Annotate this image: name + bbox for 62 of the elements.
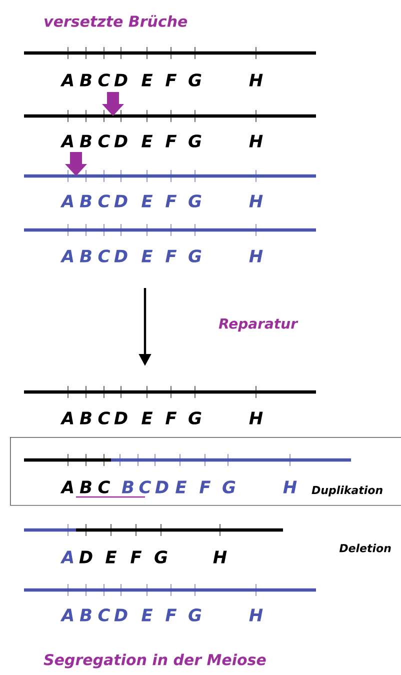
gene-letter: A xyxy=(60,74,74,86)
gene-letter: D xyxy=(114,608,128,622)
gene-letter: D xyxy=(114,194,128,208)
gene-letter: F xyxy=(166,608,177,622)
gene-letter: C xyxy=(98,194,110,208)
gene-letter: H xyxy=(283,480,297,494)
gene-letter: G xyxy=(188,608,202,622)
gene-letter: A xyxy=(60,250,74,262)
gene-letter: C xyxy=(98,250,110,262)
gene-letter: B xyxy=(80,480,92,494)
gene-letter: F xyxy=(166,250,177,262)
gene-letter: A xyxy=(60,194,74,208)
mutation-label: Duplikation xyxy=(312,486,382,496)
gene-letter: G xyxy=(222,480,236,494)
gene-letter: C xyxy=(98,134,110,148)
gene-letter: E xyxy=(142,250,153,262)
gene-letter: E xyxy=(142,608,153,622)
gene-letter: F xyxy=(166,134,177,148)
gene-letter: F xyxy=(166,74,177,86)
gene-letter: E xyxy=(142,194,153,208)
gene-letter: A xyxy=(60,608,74,622)
gene-letter: E xyxy=(142,134,153,148)
gene-letter: C xyxy=(98,480,110,494)
gene-letter: D xyxy=(114,250,128,262)
gene-letter: G xyxy=(188,250,202,262)
mutation-label: Deletion xyxy=(339,544,391,552)
gene-letter: G xyxy=(154,550,168,564)
gene-letter: E xyxy=(176,480,187,494)
gene-letter: D xyxy=(79,550,92,564)
gene-letter: G xyxy=(188,74,202,86)
duplication-box xyxy=(10,437,401,506)
gene-letter: B xyxy=(80,134,92,148)
gene-letter: G xyxy=(188,194,202,208)
gene-letter: B xyxy=(80,608,92,622)
gene-letter: E xyxy=(106,550,117,564)
gene-letter: C xyxy=(139,480,152,494)
gene-letter: F xyxy=(130,550,142,564)
title: versetzte Brüche xyxy=(44,15,188,27)
gene-letter: A xyxy=(60,550,74,564)
gene-letter: B xyxy=(80,74,92,86)
gene-letter: D xyxy=(114,74,128,86)
gene-letter: D xyxy=(155,480,168,494)
caption: Segregation in der Meiose xyxy=(44,654,266,668)
gene-letter: H xyxy=(249,74,263,86)
gene-letter: D xyxy=(114,134,128,148)
gene-letter: F xyxy=(166,194,177,208)
gene-letter: C xyxy=(98,74,110,86)
gene-letter: H xyxy=(213,550,227,564)
gene-letter: B xyxy=(80,250,92,262)
gene-letter: H xyxy=(249,134,263,148)
step-label: Reparatur xyxy=(218,318,298,332)
gene-letter: B xyxy=(80,194,92,208)
gene-letter: B xyxy=(122,480,134,494)
gene-letter: H xyxy=(249,250,263,262)
gene-letter: F xyxy=(200,480,211,494)
gene-letter: E xyxy=(142,74,153,86)
gene-letter: C xyxy=(98,608,110,622)
gene-letter: A xyxy=(60,480,74,494)
gene-letter: G xyxy=(188,134,202,148)
gene-letter: H xyxy=(249,194,263,208)
gene-letter: H xyxy=(249,608,263,622)
gene-letter: A xyxy=(60,134,74,148)
